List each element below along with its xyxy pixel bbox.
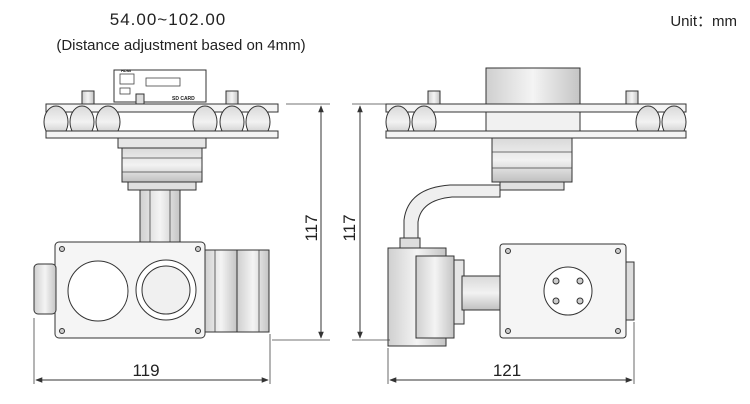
side-yaw-motor: [491, 137, 573, 183]
side-horizontal-arm: [461, 275, 503, 311]
distance-note: (Distance adjustment based on 4mm): [56, 37, 305, 54]
yaw-motor: [121, 147, 203, 183]
front-view: HDMI SD CARD: [33, 68, 279, 339]
lens-left: [67, 260, 129, 322]
front-height-dim: 117: [302, 214, 321, 241]
roll-motor: [204, 249, 238, 333]
top-plate: [45, 103, 279, 113]
front-width-dim: 119: [132, 361, 159, 380]
range-label: 54.00~102.00: [110, 10, 226, 29]
left-knob: [33, 263, 57, 315]
motor-face: [543, 266, 593, 316]
side-height-dim: 117: [340, 214, 359, 241]
side-left-dampers: [385, 105, 437, 139]
interface-board: HDMI SD CARD: [113, 68, 207, 103]
left-dampers: [43, 105, 121, 139]
hdmi-label: HDMI: [121, 68, 131, 73]
side-view: [385, 67, 687, 347]
side-width-dim: 121: [493, 361, 521, 380]
front-stem: [139, 189, 181, 243]
lower-plate: [45, 130, 279, 139]
sd-card-label: SD CARD: [172, 96, 195, 102]
dimensions: 117 117 119 121: [33, 103, 635, 384]
unit-label: Unit：mm: [670, 13, 737, 30]
side-top-box: [485, 67, 581, 107]
